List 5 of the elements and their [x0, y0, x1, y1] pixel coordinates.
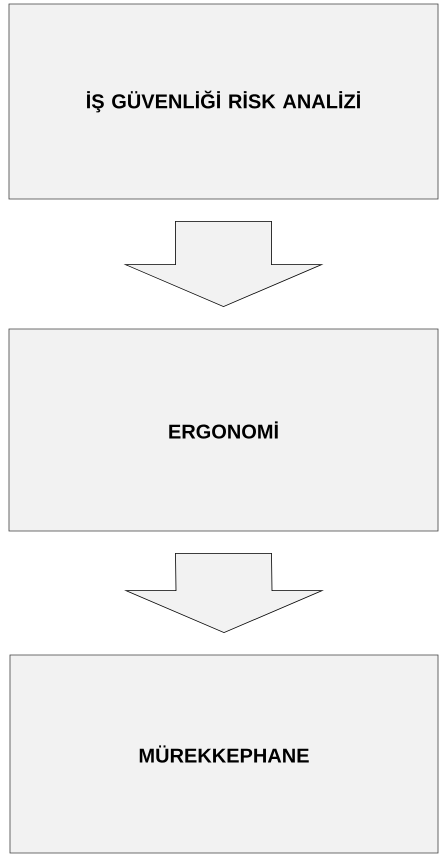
- process-box: İŞ GÜVENLİĞİ RİSK ANALİZİ: [8, 4, 438, 200]
- block-arrow: [124, 221, 324, 308]
- block-arrow: [124, 553, 324, 634]
- process-box: MÜREKKEPHANE: [10, 654, 438, 854]
- process-box: ERGONOMİ: [8, 328, 438, 532]
